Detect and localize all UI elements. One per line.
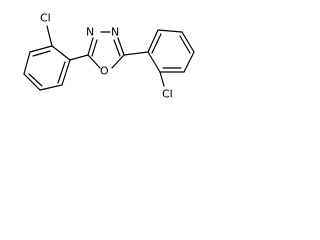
bond-right-ring-3 [181,31,195,53]
atom-label-n4: N [111,26,119,39]
atom-label-cl-right: Cl [162,88,173,101]
bond-right-ring-6 [147,51,161,73]
bond-c2-ipso-left [69,54,89,61]
bond-left-ring-6-double [57,61,66,84]
bond-right-ring-2 [157,29,183,33]
bond-c5-o1 [111,54,125,69]
bond-right-c-cl [159,71,165,87]
bond-o1-c2 [87,54,101,69]
bond-left-ring-4 [23,73,41,91]
bond-n4-c5 [117,37,125,56]
bond-right-ring-1-double [151,33,162,54]
bond-right-ring-4 [183,51,195,73]
bond-right-ring-1 [147,29,159,53]
bond-n4-c5-double [113,39,121,57]
bond-left-ring-2-double [32,50,51,57]
bond-left-ring-6 [61,59,71,86]
bond-c2-n3 [87,37,94,56]
bond-left-ring-2 [29,45,53,53]
atom-label-n3: N [86,26,94,39]
atom-label-o1: O [100,65,109,78]
right-chlorophenyl-ring [123,29,195,87]
bond-left-ring-5 [39,84,63,91]
bond-left-ring-4-double [28,73,43,87]
oxadiazole-ring [87,31,125,69]
chemical-structure-diagram: N N O Cl Cl [23,12,195,101]
bond-left-ring-1 [51,45,71,61]
bond-right-ring-3-double [179,35,191,54]
bond-c5-ipso-right [123,51,149,56]
left-chlorophenyl-ring [23,25,89,91]
bond-left-c-cl [46,25,53,47]
bond-left-ring-3 [23,51,31,75]
atom-label-cl-left: Cl [40,12,51,25]
bond-c2-n3-double [91,39,98,57]
